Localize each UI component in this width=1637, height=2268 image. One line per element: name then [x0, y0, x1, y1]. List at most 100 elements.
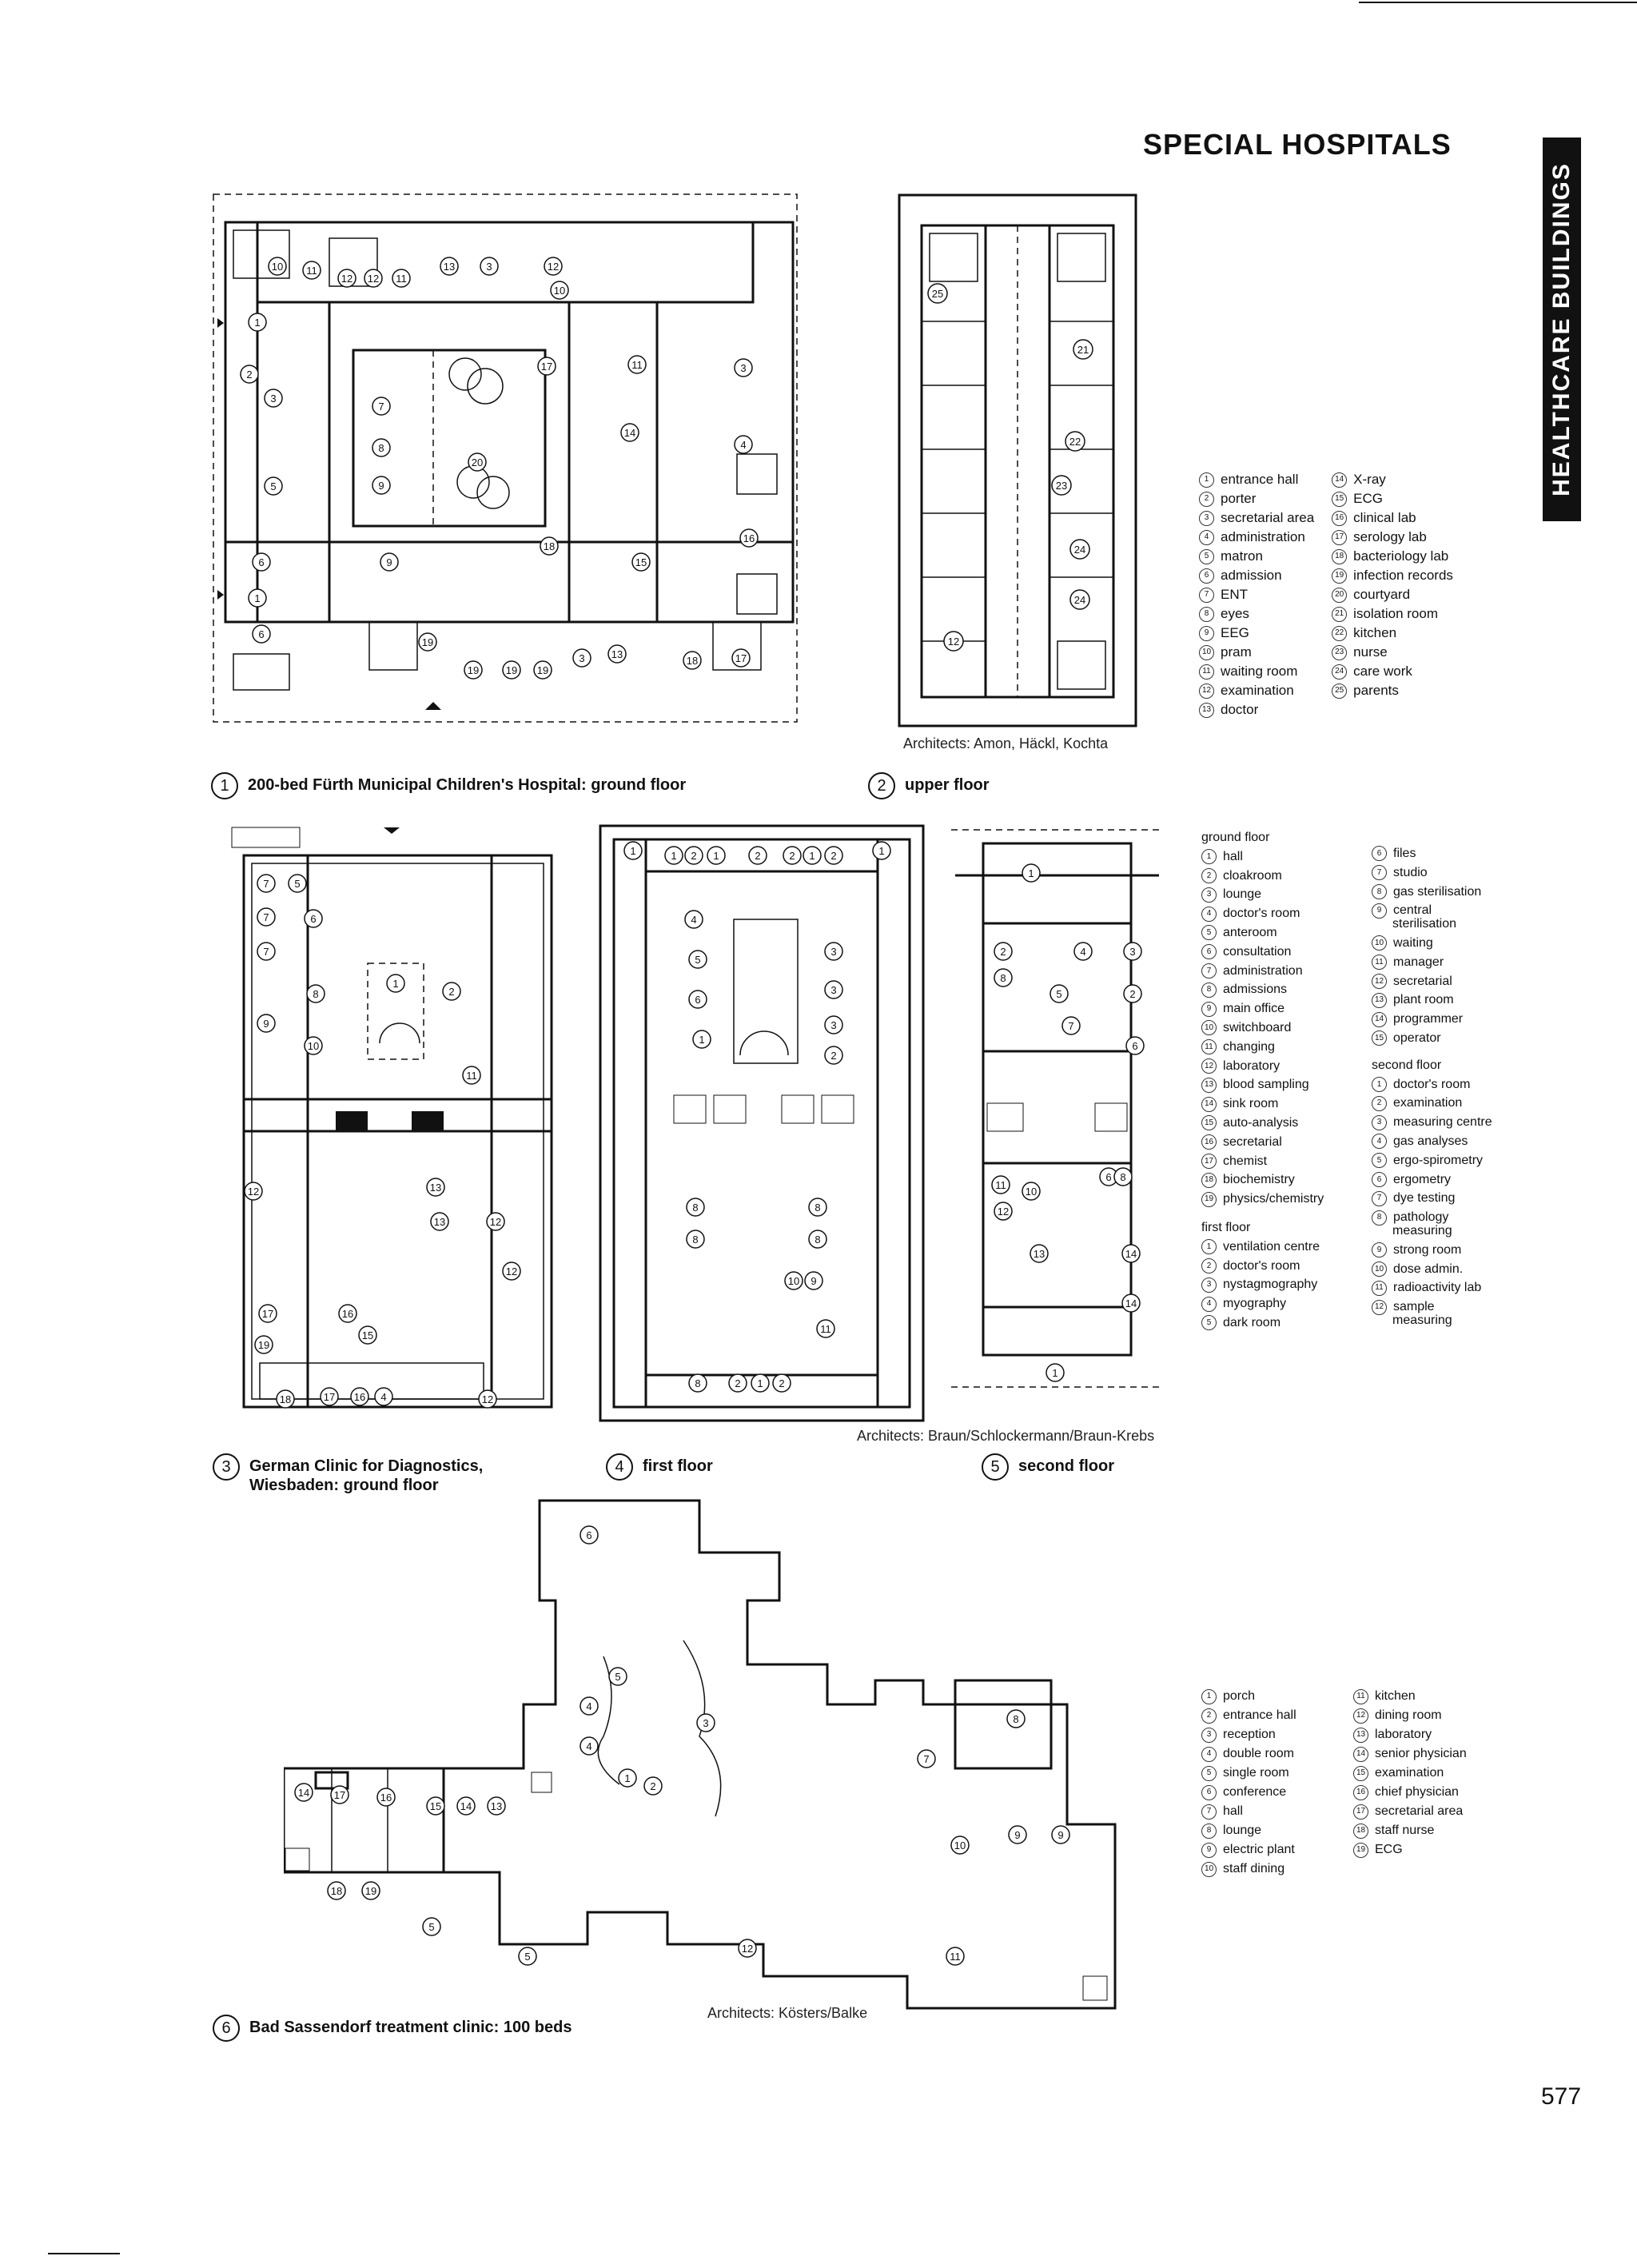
legend-text: ergo-spirometry	[1393, 1153, 1484, 1167]
room-label: 16	[354, 1391, 365, 1403]
legend-text: consultation	[1223, 944, 1292, 959]
room-label: 1	[630, 845, 635, 857]
room-label: 8	[692, 1234, 698, 1246]
legend-text: double room	[1223, 1747, 1294, 1760]
room-label: 18	[687, 655, 698, 667]
legend-number: 18	[1332, 548, 1348, 564]
legend-number: 16	[1332, 510, 1348, 526]
legend-text: reception	[1223, 1728, 1276, 1741]
room-label: 15	[362, 1329, 373, 1341]
room-label: 5	[294, 878, 300, 890]
legend-number: 14	[1201, 1096, 1217, 1112]
legend-number: 5	[1372, 1153, 1387, 1169]
legend-text: waiting room	[1221, 664, 1298, 679]
legend-text: changing	[1223, 1039, 1275, 1054]
room-label: 2	[1129, 988, 1135, 1000]
room-label: 12	[341, 273, 352, 285]
room-label: 19	[365, 1885, 376, 1897]
room-label: 17	[541, 361, 552, 373]
legend-text: administration	[1221, 529, 1305, 544]
legend-text: secretarial area	[1221, 510, 1315, 525]
legend-text: kitchen	[1353, 625, 1397, 640]
room-label: 19	[537, 664, 548, 676]
room-label: 8	[1013, 1713, 1018, 1725]
legend-number: 22	[1332, 625, 1348, 641]
legend-text: plant room	[1393, 993, 1454, 1007]
room-label: 9	[1057, 1829, 1063, 1841]
legend-number: 12	[1199, 683, 1214, 699]
legend-number: 5	[1201, 925, 1217, 941]
room-label: 19	[506, 664, 517, 676]
legend-text: studio	[1393, 865, 1428, 879]
legend-number: 7	[1201, 1804, 1217, 1820]
room-label: 8	[378, 442, 384, 454]
legend-text: dye testing	[1393, 1191, 1456, 1206]
legend-number: 2	[1201, 1708, 1217, 1724]
legend-text: entrance hall	[1221, 472, 1299, 487]
legend-number: 12	[1201, 1058, 1217, 1074]
room-label: 7	[263, 878, 269, 890]
legend-text: radioactivity lab	[1393, 1281, 1482, 1295]
legend-number: 10	[1199, 644, 1214, 660]
legend-number: 3	[1201, 887, 1217, 903]
legend-item: 2 entrance hall	[1201, 1706, 1329, 1725]
legend-text-continued: measuring	[1392, 1313, 1452, 1327]
room-label: 11	[631, 359, 643, 371]
room-label: 2	[830, 1050, 836, 1062]
legend-text: eyes	[1221, 606, 1249, 621]
legend-text: gas sterilisation	[1393, 884, 1482, 899]
floor-plan-fig5: 1 2 4 3 8 5 2 7 6 11 10 6 8 12 13 14 14 …	[951, 829, 1163, 1388]
floor-plan-fig2: 25 21 22 23 24 24 12	[898, 193, 1137, 727]
room-label: 12	[548, 261, 559, 273]
legend-number: 7	[1372, 1190, 1387, 1206]
legend-text: myography	[1223, 1297, 1287, 1311]
legend-text: secretarial	[1223, 1134, 1282, 1149]
legend-number: 11	[1201, 1039, 1217, 1055]
room-label: 9	[378, 480, 384, 492]
legend-text: entrance hall	[1223, 1708, 1296, 1722]
legend-text: anteroom	[1223, 925, 1277, 939]
legend-heading: ground floor	[1201, 831, 1270, 844]
legend-text: strong room	[1393, 1242, 1462, 1257]
legend-number: 17	[1353, 1804, 1368, 1820]
room-label: 2	[448, 986, 454, 998]
room-label: 17	[735, 652, 747, 664]
room-label: 2	[789, 850, 795, 862]
legend-text: doctor	[1221, 702, 1259, 717]
room-label: 7	[378, 401, 384, 413]
architects-credit: Architects: Braun/Schlockermann/Braun-Kr…	[857, 1428, 1155, 1444]
room-label: 11	[820, 1323, 831, 1335]
figure-caption-text: 200-bed Fürth Municipal Children's Hospi…	[248, 776, 687, 794]
figure-caption-text: upper floor	[905, 776, 990, 794]
legend-number: 11	[1372, 1280, 1387, 1296]
legend-text: isolation room	[1353, 606, 1438, 621]
legend-text: sample	[1393, 1300, 1435, 1314]
room-label: 9	[1014, 1829, 1020, 1841]
room-label: 3	[830, 946, 836, 958]
room-label: 7	[923, 1753, 929, 1765]
room-label: 15	[430, 1800, 441, 1812]
room-label: 2	[246, 369, 252, 381]
legend-number: 25	[1332, 683, 1348, 699]
legend-number: 13	[1199, 702, 1214, 718]
room-label: 6	[1105, 1171, 1111, 1183]
